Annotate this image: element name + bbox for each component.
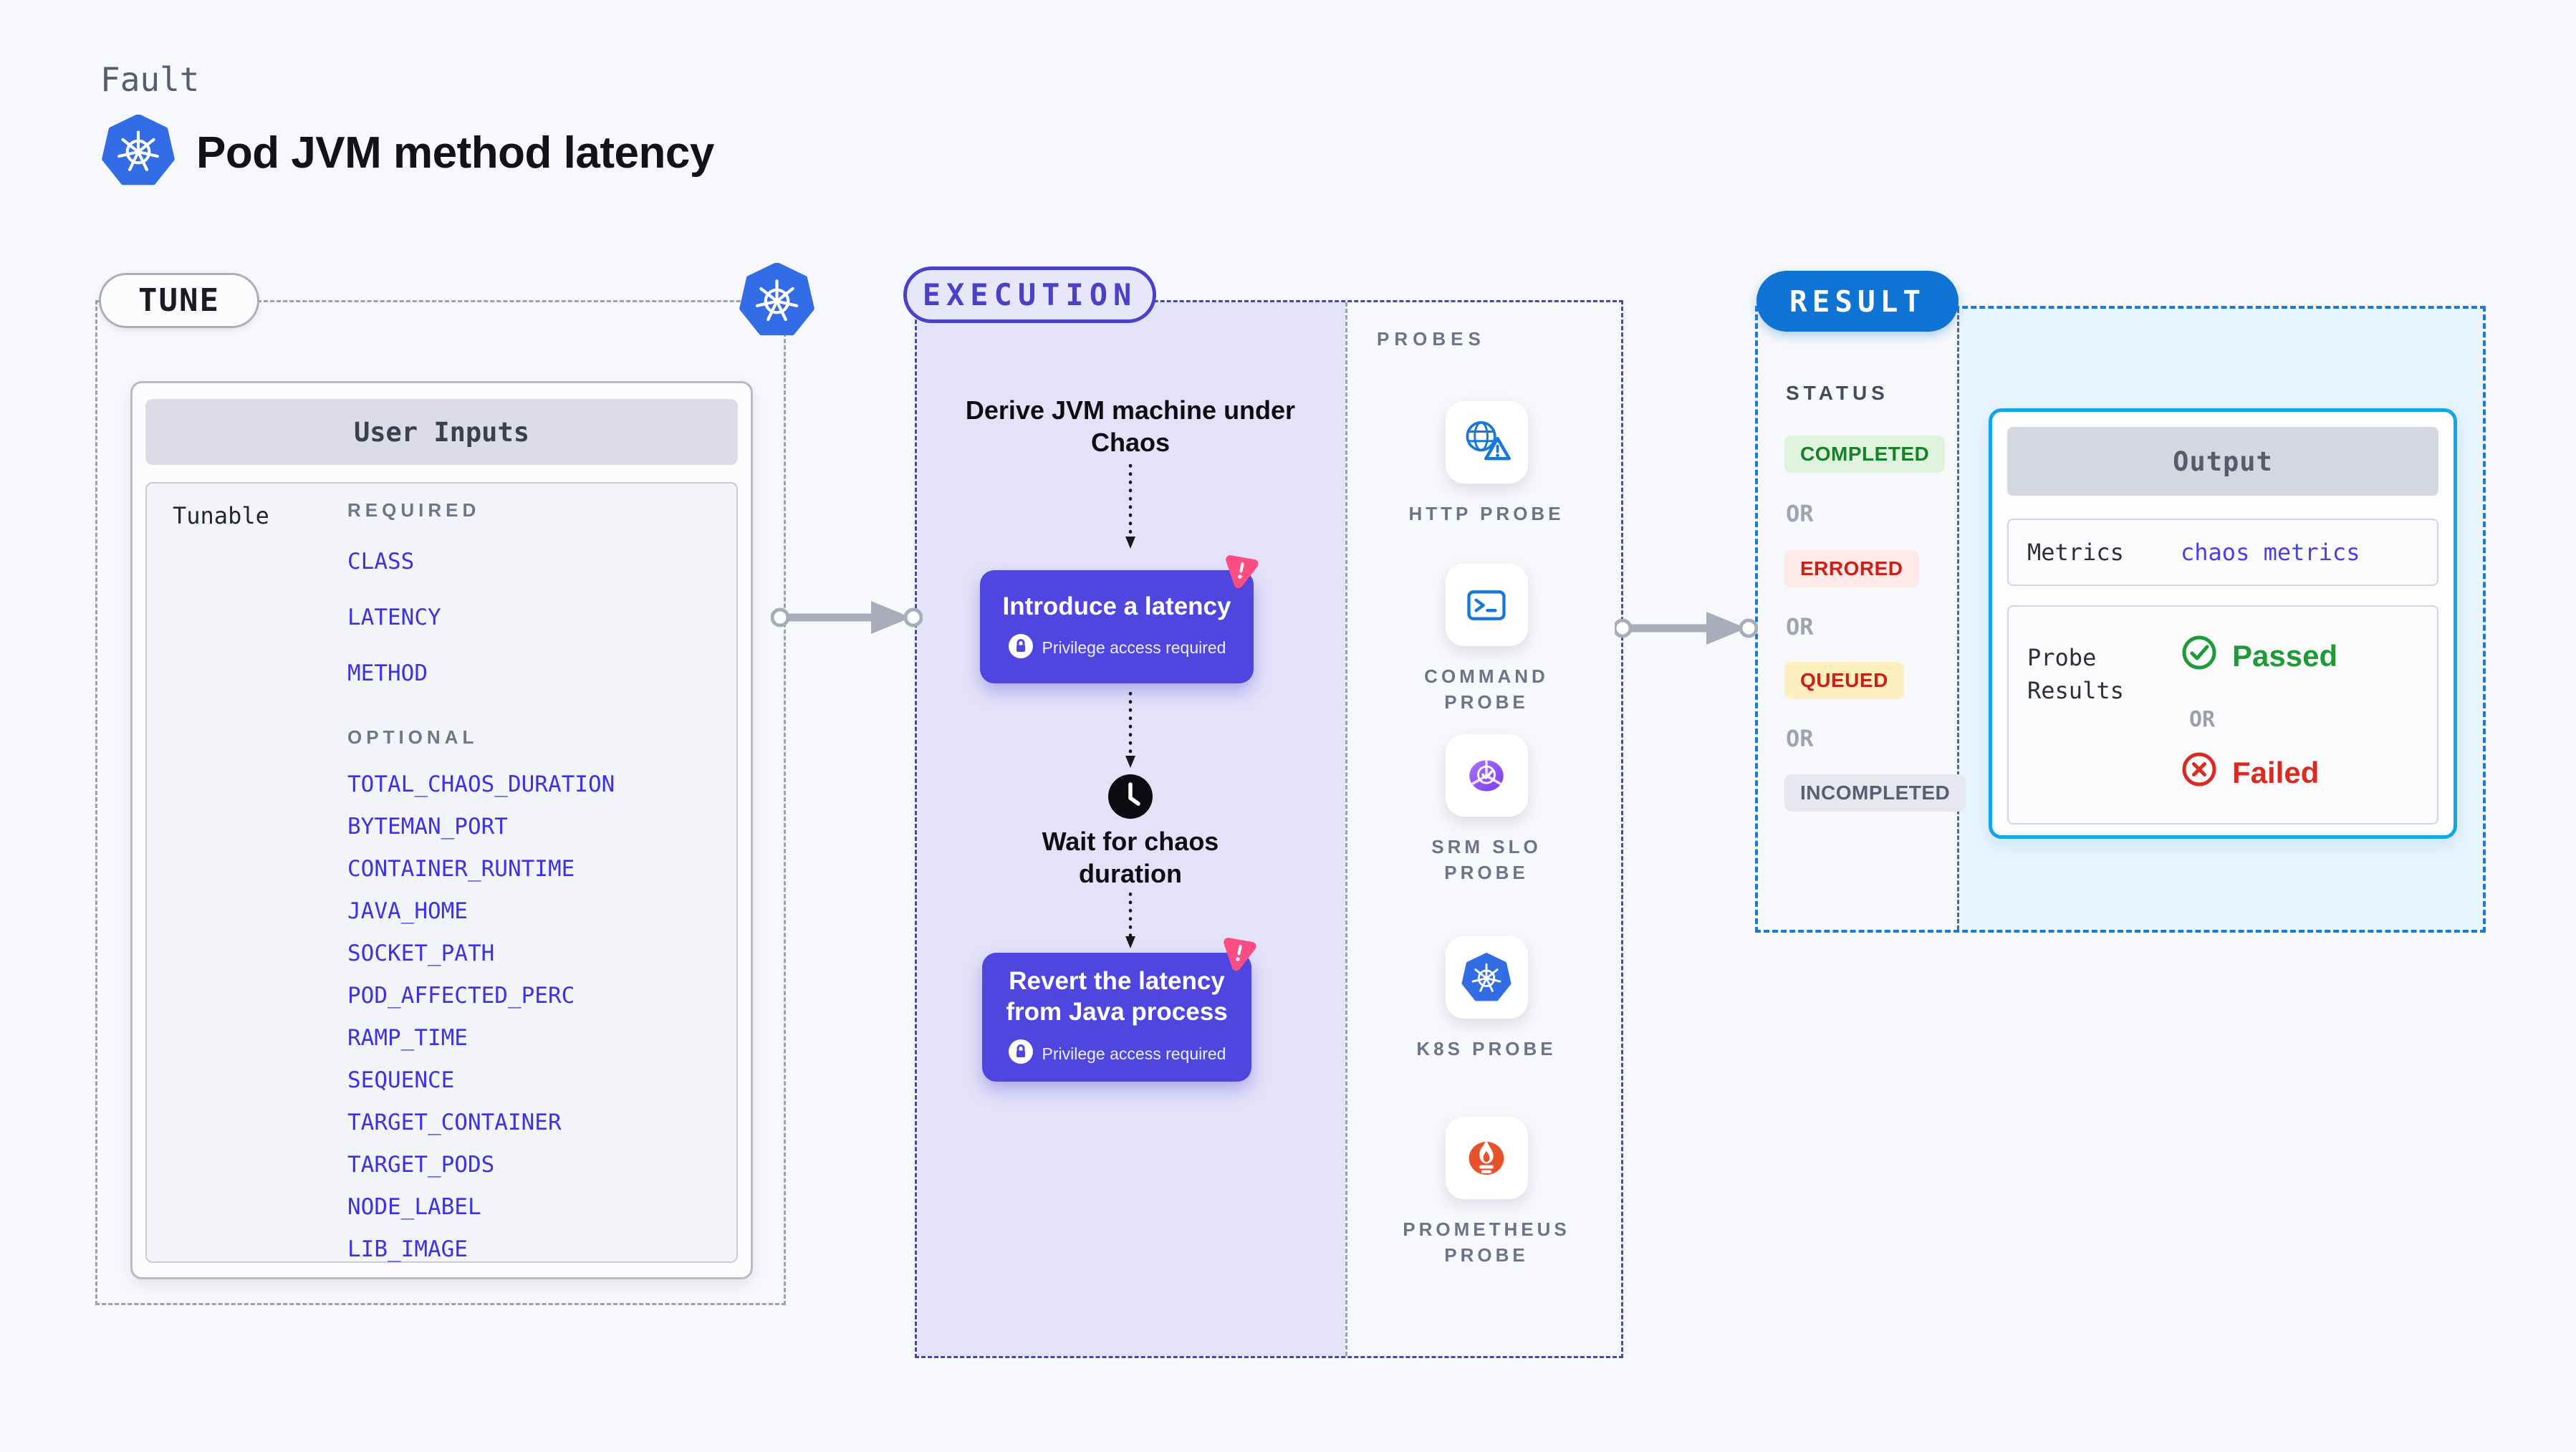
- tunable-row-label: Tunable: [173, 502, 269, 529]
- param-item: CONTAINER_RUNTIME: [347, 856, 575, 882]
- probe-results-row: Probe Results Passed OR: [2007, 605, 2438, 824]
- probe-label: SRM SLO PROBE: [1431, 836, 1542, 883]
- param-item: JAVA_HOME: [347, 898, 468, 924]
- page-title: Pod JVM method latency: [196, 128, 714, 178]
- execution-area-fill: [917, 302, 1345, 1356]
- privilege-badge: Privilege access required: [1008, 1039, 1226, 1069]
- output-card: Output Metrics chaos metrics Probe Resul…: [1989, 408, 2457, 839]
- check-circle-icon: [2181, 634, 2218, 678]
- user-inputs-card: User Inputs Tunable REQUIRED CLASS LATEN…: [130, 381, 753, 1279]
- verdict-passed: Passed: [2181, 634, 2337, 678]
- param-item: METHOD: [347, 660, 428, 686]
- param-item: SEQUENCE: [347, 1067, 455, 1093]
- param-item: TARGET_CONTAINER: [347, 1110, 562, 1135]
- kubernetes-icon: [1445, 936, 1528, 1019]
- tune-section-border: [95, 300, 786, 1305]
- execution-section-border: [915, 300, 1623, 1358]
- param-item: LATENCY: [347, 605, 441, 630]
- verdict-passed-text: Passed: [2232, 639, 2338, 673]
- page-title-row: Pod JVM method latency: [102, 113, 714, 191]
- status-column-label: STATUS: [1786, 382, 1889, 404]
- param-item: NODE_LABEL: [347, 1194, 481, 1220]
- kubernetes-icon: [102, 113, 175, 191]
- tune-to-execution-arrow: [770, 596, 923, 643]
- probe-item-command: COMMAND PROBE: [1393, 564, 1580, 715]
- param-item: LIB_IMAGE: [347, 1236, 468, 1262]
- execution-section-pill: EXECUTION: [903, 266, 1156, 323]
- probe-label: COMMAND PROBE: [1424, 665, 1549, 713]
- tunable-params-list: REQUIRED CLASS LATENCY METHOD OPTIONAL T…: [347, 499, 615, 1277]
- action-step-title: Introduce a latency: [1002, 592, 1231, 620]
- user-inputs-body: Tunable REQUIRED CLASS LATENCY METHOD OP…: [145, 482, 738, 1263]
- or-separator: OR: [1786, 500, 1814, 527]
- clock-icon: [1107, 774, 1153, 819]
- param-item: TOTAL_CHAOS_DURATION: [347, 771, 615, 797]
- lock-icon: [1008, 633, 1034, 663]
- chaos-spark-icon: [1221, 549, 1262, 590]
- probes-column-label: PROBES: [1377, 328, 1486, 350]
- chaos-spark-icon: [1219, 931, 1260, 973]
- or-separator: OR: [1786, 725, 1814, 752]
- execution-probes-divider: [1345, 302, 1347, 1356]
- param-item: BYTEMAN_PORT: [347, 814, 508, 840]
- user-inputs-title: User Inputs: [145, 399, 738, 465]
- probe-label: HTTP PROBE: [1408, 503, 1565, 524]
- param-item: POD_AFFECTED_PERC: [347, 983, 575, 1009]
- status-badge-completed: COMPLETED: [1784, 436, 1946, 473]
- globe-alert-icon: [1445, 401, 1528, 484]
- tune-section-pill: TUNE: [99, 273, 259, 328]
- or-separator: OR: [1786, 613, 1814, 640]
- param-item: SOCKET_PATH: [347, 941, 495, 966]
- terminal-icon: [1445, 564, 1528, 646]
- result-section-pill: RESULT: [1756, 271, 1959, 332]
- execution-to-result-arrow: [1613, 607, 1759, 653]
- introduce-latency-step: Introduce a latency Privilege access req…: [980, 555, 1259, 683]
- verdict-failed: Failed: [2181, 751, 2337, 795]
- prometheus-icon: [1445, 1117, 1528, 1199]
- result-section-border: [1755, 306, 2486, 933]
- slo-check-icon: [1445, 734, 1528, 817]
- result-status-divider: [1957, 309, 1959, 930]
- probe-item-srm-slo: SRM SLO PROBE: [1393, 734, 1580, 885]
- status-badge-incompleted: INCOMPLETED: [1784, 774, 1966, 812]
- flow-arrow-down: [1125, 691, 1135, 771]
- fault-kicker: Fault: [100, 60, 200, 99]
- probe-results-label: Probe Results: [2027, 644, 2124, 704]
- lock-icon: [1008, 1039, 1034, 1069]
- action-step-title: Revert the latency from Java process: [1006, 967, 1228, 1026]
- verdict-failed-text: Failed: [2232, 756, 2320, 789]
- param-item: RAMP_TIME: [347, 1025, 468, 1051]
- param-item: TARGET_PODS: [347, 1152, 495, 1178]
- flow-arrow-down: [1125, 463, 1135, 552]
- revert-latency-step: Revert the latency from Java process Pri…: [982, 938, 1256, 1082]
- output-card-title: Output: [2007, 427, 2438, 496]
- wait-step-text: Wait for chaos duration: [1042, 827, 1219, 888]
- privilege-badge-text: Privilege access required: [1042, 638, 1226, 657]
- probe-verdicts: Passed OR Failed: [2181, 634, 2337, 795]
- flow-arrow-down: [1125, 892, 1135, 952]
- param-item: CLASS: [347, 549, 415, 574]
- optional-group-label: OPTIONAL: [347, 726, 479, 748]
- required-group-label: REQUIRED: [347, 499, 481, 521]
- x-circle-icon: [2181, 751, 2218, 795]
- privilege-badge: Privilege access required: [1008, 633, 1226, 663]
- probe-label: K8S PROBE: [1416, 1038, 1557, 1059]
- derive-step-text: Derive JVM machine under Chaos: [965, 395, 1296, 457]
- probe-item-k8s: K8S PROBE: [1393, 936, 1580, 1062]
- probe-label: PROMETHEUS PROBE: [1403, 1218, 1570, 1266]
- metrics-row: Metrics chaos metrics: [2007, 519, 2438, 586]
- status-badge-errored: ERRORED: [1784, 550, 1919, 587]
- or-separator: OR: [2189, 707, 2216, 732]
- metrics-label: Metrics: [2027, 539, 2124, 566]
- probe-item-prometheus: PROMETHEUS PROBE: [1393, 1117, 1580, 1268]
- privilege-badge-text: Privilege access required: [1042, 1044, 1226, 1063]
- probe-item-http: HTTP PROBE: [1393, 401, 1580, 527]
- status-badge-queued: QUEUED: [1784, 662, 1904, 699]
- metrics-value: chaos metrics: [2181, 539, 2360, 566]
- kubernetes-icon: [739, 261, 814, 338]
